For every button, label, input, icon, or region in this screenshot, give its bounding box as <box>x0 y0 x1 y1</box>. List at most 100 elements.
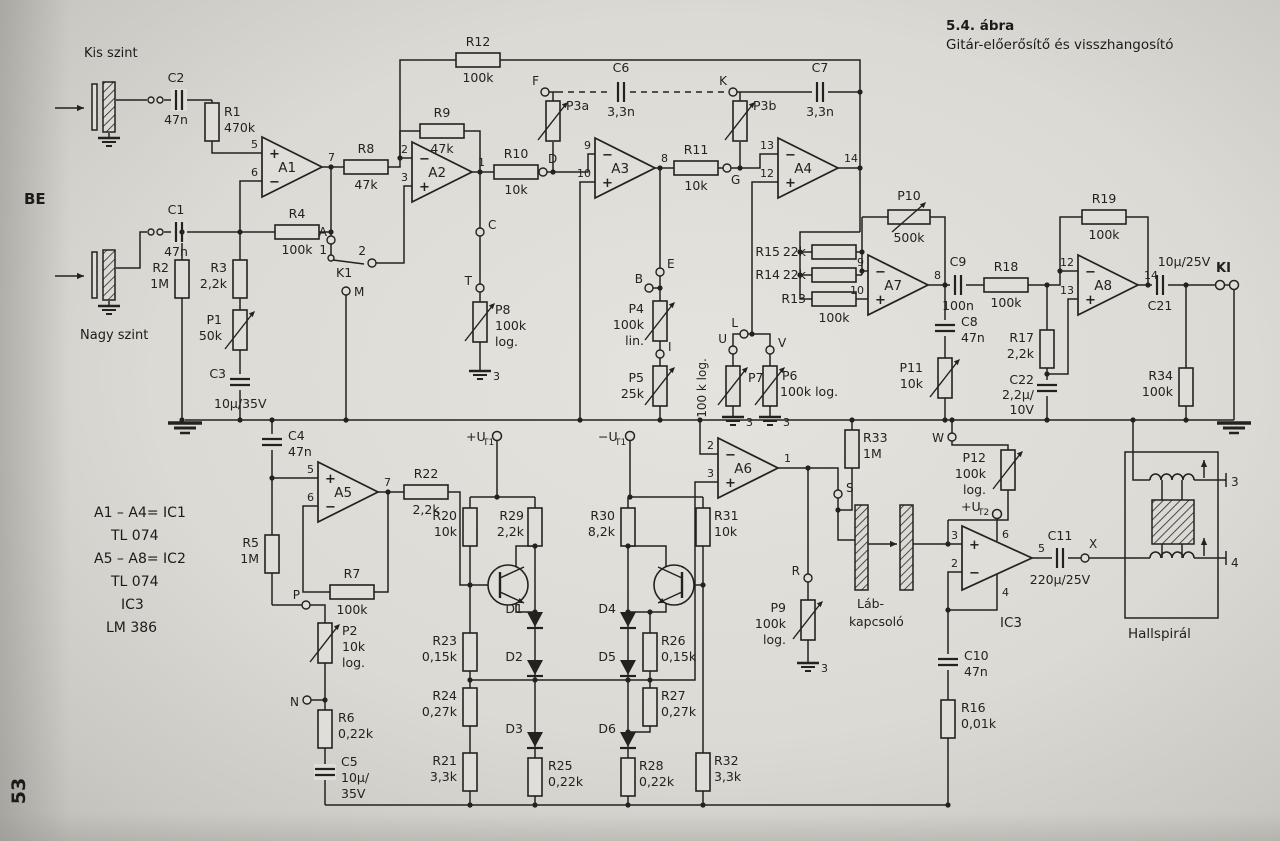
label: 25k <box>621 386 645 401</box>
node-label: B <box>635 272 643 286</box>
junction-dot <box>1057 268 1063 274</box>
diode-D4: D4 <box>598 601 636 630</box>
label: − <box>325 500 336 515</box>
label: + <box>419 180 430 195</box>
ground-icon <box>168 421 202 435</box>
junction-dot <box>797 272 803 278</box>
ground-tag: 3 <box>746 416 753 429</box>
label: R25 <box>548 758 573 773</box>
label: 1M <box>150 276 169 291</box>
arrows <box>55 104 1208 556</box>
junction-dot <box>1145 282 1151 288</box>
potentiometer-P7: P7 <box>717 365 764 407</box>
label: 10µ/25V <box>1158 254 1211 269</box>
panel <box>91 251 98 299</box>
junction-dot <box>945 541 951 547</box>
label: C11 <box>1048 528 1073 543</box>
label: 100k <box>1088 227 1120 242</box>
label: P1 <box>207 312 223 327</box>
junction-dot <box>1044 282 1050 288</box>
terminal <box>624 430 636 442</box>
structures <box>91 81 1219 619</box>
label: R31 <box>714 508 739 523</box>
coil-icon <box>1149 473 1195 481</box>
junction-dot <box>269 475 275 481</box>
node-label: N <box>290 695 299 709</box>
label: D6 <box>598 721 616 736</box>
hatched-element <box>899 504 914 591</box>
node-W: W <box>932 431 957 445</box>
label: C4 <box>288 428 305 443</box>
label: 2,2k <box>412 502 440 517</box>
junction-dot <box>945 607 951 613</box>
pin-number: 9 <box>584 139 591 152</box>
label: 2,2k <box>1007 346 1035 361</box>
node-I: I <box>655 340 672 359</box>
junction-dot <box>805 465 811 471</box>
pin-number: 1 <box>784 452 791 465</box>
ground-icon: 3 <box>797 658 828 675</box>
label: 35V <box>341 786 366 801</box>
label: 2,2k <box>497 524 525 539</box>
pin-number: 8 <box>661 152 668 165</box>
junction-dot <box>657 285 663 291</box>
input-low-level-label: Kis szint <box>84 46 138 61</box>
junction-dot <box>627 494 633 500</box>
node-E: E <box>655 257 675 277</box>
label: 0,27k <box>422 704 458 719</box>
pin-number: 1 <box>478 156 485 169</box>
junction-dot <box>467 802 473 808</box>
pin-number: 2 <box>951 557 958 570</box>
junction-dot <box>797 249 803 255</box>
ground-icon <box>98 133 120 147</box>
junction-dot <box>857 89 863 95</box>
schematic-text: IC3 <box>1000 615 1022 631</box>
label: 500k <box>893 230 925 245</box>
label: 3,3k <box>430 769 458 784</box>
schematic-text: 3 <box>1231 475 1239 489</box>
label: R6 <box>338 710 355 725</box>
junction-dot <box>700 802 706 808</box>
opamp-id: A4 <box>794 161 812 177</box>
label: 100k <box>955 466 987 481</box>
label: − <box>269 175 280 190</box>
junction-dot <box>835 507 841 513</box>
node-D: D <box>538 152 557 177</box>
label: log. <box>342 655 365 670</box>
label: R3 <box>210 260 227 275</box>
label: D4 <box>598 601 616 616</box>
diode-D6: D6 <box>598 721 636 750</box>
label: R18 <box>994 259 1019 274</box>
label: 10k <box>714 524 738 539</box>
schematic-text: Láb- <box>857 596 884 611</box>
label: D5 <box>598 649 616 664</box>
label: P4 <box>629 301 645 316</box>
node-C: C <box>475 218 496 237</box>
label: 47n <box>288 444 312 459</box>
label: 22k <box>783 267 807 282</box>
schematic-text: 6 <box>1002 528 1009 541</box>
label: 2,2µ/ <box>1002 387 1035 402</box>
node-S: S <box>833 481 854 499</box>
label: P10 <box>897 188 920 203</box>
junction-dot <box>532 802 538 808</box>
junction-dot <box>467 582 473 588</box>
capacitors: C147nC247nC310µ/35VC447nC510µ/35VC63,3nC… <box>164 60 1211 801</box>
label: R23 <box>432 633 457 648</box>
resistor-R6: R60,22k <box>317 709 374 749</box>
junction-dot <box>945 802 951 808</box>
